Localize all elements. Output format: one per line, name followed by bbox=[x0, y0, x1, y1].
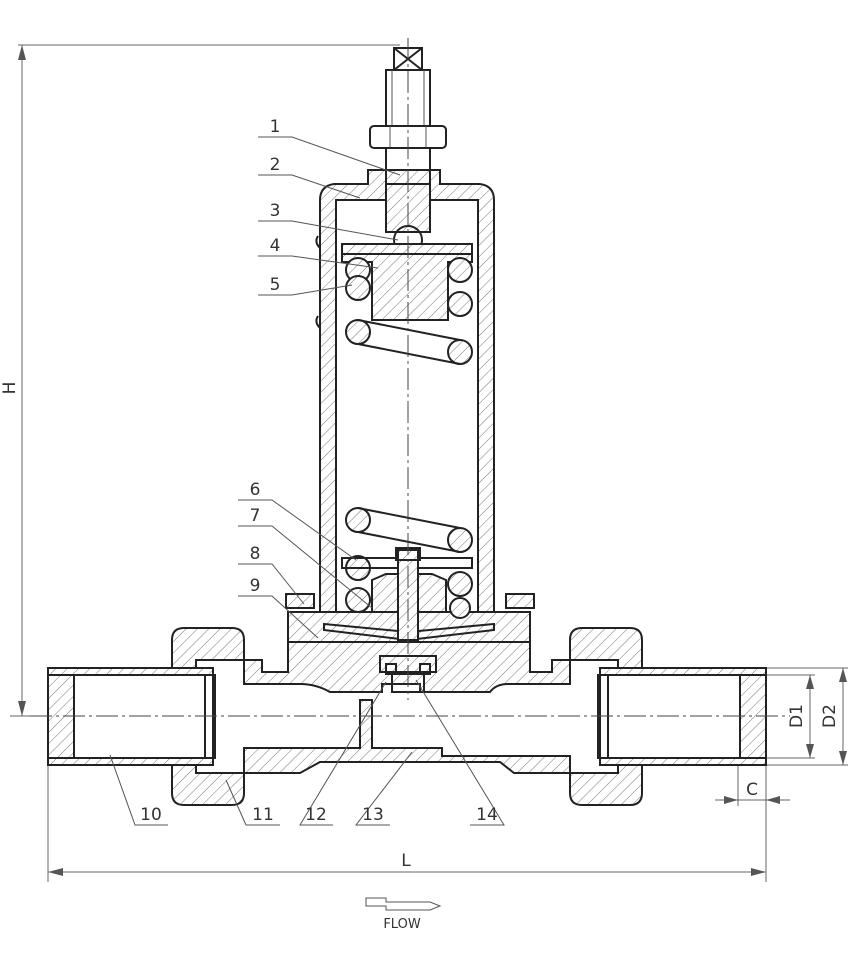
callout-14: 14 bbox=[476, 805, 498, 825]
lower-assembly bbox=[323, 547, 495, 693]
callout-1: 1 bbox=[270, 117, 281, 137]
callout-leaders bbox=[109, 136, 505, 826]
callout-9: 9 bbox=[250, 576, 261, 596]
callout-3: 3 bbox=[270, 201, 281, 221]
callout-8: 8 bbox=[250, 544, 261, 564]
bonnet bbox=[285, 169, 535, 613]
flow-arrow-icon bbox=[365, 897, 442, 911]
dimension-d2-label: D2 bbox=[820, 704, 840, 728]
dimension-length-label: L bbox=[401, 851, 411, 871]
callout-4: 4 bbox=[270, 236, 281, 256]
union-nut-right bbox=[569, 627, 643, 806]
union-nut-left bbox=[171, 627, 245, 806]
valve-body bbox=[243, 611, 571, 774]
dimension-diameters: D1 D2 C bbox=[715, 667, 848, 806]
callout-13: 13 bbox=[362, 805, 384, 825]
callout-10: 10 bbox=[140, 805, 162, 825]
dimension-c-label: C bbox=[746, 780, 758, 800]
callout-6: 6 bbox=[250, 480, 261, 500]
flow-label: FLOW bbox=[383, 917, 420, 932]
callout-5: 5 bbox=[270, 275, 281, 295]
adjusting-screw bbox=[341, 47, 473, 255]
callout-numbers: 1 2 3 4 5 6 7 8 9 10 11 12 13 14 bbox=[140, 117, 498, 825]
spring bbox=[345, 257, 473, 619]
callout-11: 11 bbox=[252, 805, 274, 825]
flow-indicator: FLOW bbox=[365, 897, 442, 932]
dimension-height-label: H bbox=[0, 382, 20, 395]
dimension-height: H bbox=[0, 44, 400, 717]
dimension-length: L bbox=[47, 765, 767, 882]
callout-12: 12 bbox=[305, 805, 327, 825]
callout-2: 2 bbox=[270, 155, 281, 175]
dimension-d1-label: D1 bbox=[787, 704, 807, 728]
callout-7: 7 bbox=[250, 506, 261, 526]
